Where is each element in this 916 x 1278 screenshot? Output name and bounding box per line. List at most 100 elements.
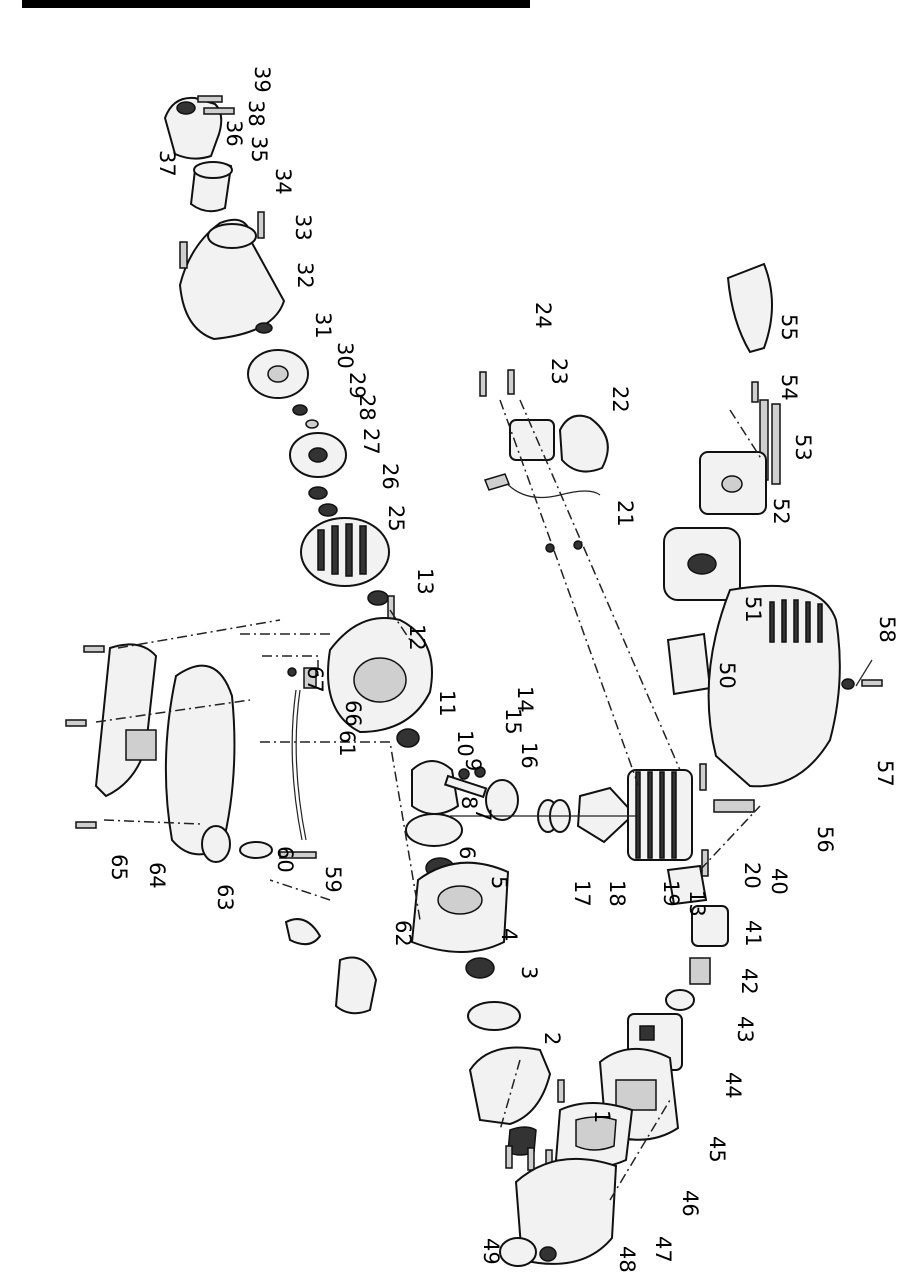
assy-line-8	[499, 1059, 521, 1131]
label-part-40: 40	[767, 868, 791, 895]
assy-line-10	[519, 399, 681, 771]
label-part-6: 6	[455, 846, 479, 859]
ignition-coil-22	[558, 414, 609, 473]
housing-neck	[207, 223, 257, 249]
header-rule	[22, 0, 530, 8]
crankshaft-11	[411, 760, 460, 815]
label-part-36: 36	[222, 120, 246, 147]
screw-1	[557, 1079, 565, 1103]
ignition-assembly	[479, 369, 609, 553]
cover-vents	[769, 599, 823, 643]
label-part-29: 29	[345, 372, 369, 399]
label-part-25: 25	[384, 505, 408, 532]
label-part-23: 23	[547, 358, 571, 385]
label-part-31: 31	[311, 312, 335, 339]
label-part-10: 10	[453, 730, 477, 757]
fuel-line-61	[291, 689, 303, 841]
assy-line-5	[103, 819, 201, 825]
label-part-55: 55	[777, 314, 801, 341]
label-part-9: 9	[461, 758, 485, 771]
label-part-59: 59	[321, 866, 345, 893]
grommet-57	[841, 678, 855, 690]
label-part-65: 65	[107, 854, 131, 881]
fuel-filter-62	[334, 956, 378, 1015]
label-part-53: 53	[791, 434, 815, 461]
label-part-60: 60	[273, 846, 297, 873]
assy-line-9	[499, 399, 641, 791]
label-part-15: 15	[501, 708, 525, 735]
label-part-27: 27	[359, 428, 383, 455]
knob-49	[499, 1237, 537, 1267]
label-part-63: 63	[213, 884, 237, 911]
label-part-3: 3	[517, 966, 541, 979]
connecting-rod	[443, 774, 488, 799]
screw-24	[507, 369, 515, 395]
part-43	[665, 989, 695, 1011]
label-part-22: 22	[608, 386, 632, 413]
bolt-53b	[771, 403, 781, 485]
starter-cover-2	[468, 1046, 552, 1126]
label-part-35: 35	[247, 136, 271, 163]
module-screw	[479, 371, 487, 397]
cylinder-screw-top	[699, 763, 707, 791]
leader-58	[855, 659, 873, 687]
gear-head-bore	[176, 101, 196, 115]
label-part-47: 47	[651, 1236, 675, 1263]
label-part-49: 49	[479, 1238, 503, 1265]
tank-screw-65	[75, 821, 97, 829]
label-part-34: 34	[271, 168, 295, 195]
label-part-52: 52	[769, 498, 793, 525]
screw-39	[197, 95, 223, 103]
bearing	[396, 728, 420, 748]
label-part-48: 48	[615, 1246, 639, 1273]
screw-58	[861, 679, 883, 687]
filter-47-inner	[575, 1116, 617, 1151]
screw-13-lower	[701, 849, 709, 877]
label-part-5: 5	[487, 876, 511, 889]
cylinder-fins	[635, 771, 677, 859]
label-part-1: 1	[590, 1110, 614, 1123]
assy-line-4	[95, 699, 251, 723]
label-part-43: 43	[733, 1016, 757, 1043]
crankcase-bore	[353, 657, 407, 703]
part-29	[305, 419, 319, 429]
label-part-11: 11	[435, 690, 459, 717]
label-part-56: 56	[813, 826, 837, 853]
flywheel-fins	[317, 523, 367, 577]
fuel-tank-assembly	[65, 643, 378, 1015]
tank-cap-neck	[201, 825, 231, 863]
label-part-8: 8	[457, 796, 481, 809]
label-part-26: 26	[378, 463, 402, 490]
crankcase-assembly	[327, 617, 565, 1173]
label-part-41: 41	[741, 920, 765, 947]
label-part-21: 21	[613, 500, 637, 527]
label-part-58: 58	[875, 616, 899, 643]
screw-54	[751, 381, 759, 403]
label-part-45: 45	[705, 1136, 729, 1163]
starter-screw-a	[505, 1145, 513, 1169]
label-part-46: 46	[678, 1190, 702, 1217]
spark-plug-20	[713, 799, 755, 813]
label-part-20: 20	[740, 862, 764, 889]
gasket-50	[666, 632, 712, 696]
knob-49-center	[539, 1246, 557, 1262]
spacer-21b	[573, 540, 583, 550]
label-part-7: 7	[471, 808, 495, 821]
label-part-30: 30	[333, 342, 357, 369]
label-part-12: 12	[405, 624, 429, 651]
label-part-33: 33	[291, 214, 315, 241]
label-part-13-upper: 13	[413, 568, 437, 595]
label-part-51: 51	[741, 596, 765, 623]
label-part-39: 39	[250, 66, 274, 93]
fuel-tank-63	[164, 664, 236, 856]
housing-screw	[179, 241, 188, 269]
gear-head-assembly	[163, 95, 395, 621]
label-part-24: 24	[531, 302, 555, 329]
line-59	[279, 851, 317, 859]
label-part-18: 18	[605, 880, 629, 907]
washer-27	[308, 486, 328, 500]
muffler-outlet	[721, 475, 743, 493]
assy-line-3	[117, 619, 281, 649]
label-part-14: 14	[513, 686, 537, 713]
